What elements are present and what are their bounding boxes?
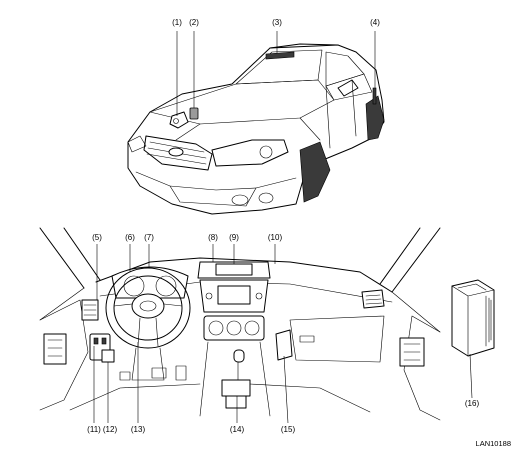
callout-13: (13)	[131, 425, 146, 434]
callout-14: (14)	[230, 425, 245, 434]
leader-lines	[93, 31, 473, 424]
figure-code: LAN10188	[476, 439, 511, 448]
callout-4: (4)	[370, 18, 380, 27]
car-exterior-illustration	[127, 43, 385, 215]
callout-11: (11)	[87, 425, 101, 434]
callout-5: (5)	[92, 233, 102, 242]
callout-1: (1)	[172, 18, 182, 27]
control-module-illustration	[451, 279, 495, 357]
callout-labels: (1) (2) (3) (4) (5) (6) (7) (8) (9) (10)…	[87, 18, 479, 434]
callout-3: (3)	[272, 18, 282, 27]
callout-6: (6)	[125, 233, 135, 242]
callout-9: (9)	[229, 233, 239, 242]
callout-8: (8)	[208, 233, 218, 242]
interior-dashboard-illustration	[39, 227, 441, 421]
callout-15: (15)	[281, 425, 296, 434]
callout-12: (12)	[103, 425, 118, 434]
callout-16: (16)	[465, 399, 480, 408]
callout-7: (7)	[144, 233, 154, 242]
callout-10: (10)	[268, 233, 283, 242]
callout-2: (2)	[189, 18, 199, 27]
